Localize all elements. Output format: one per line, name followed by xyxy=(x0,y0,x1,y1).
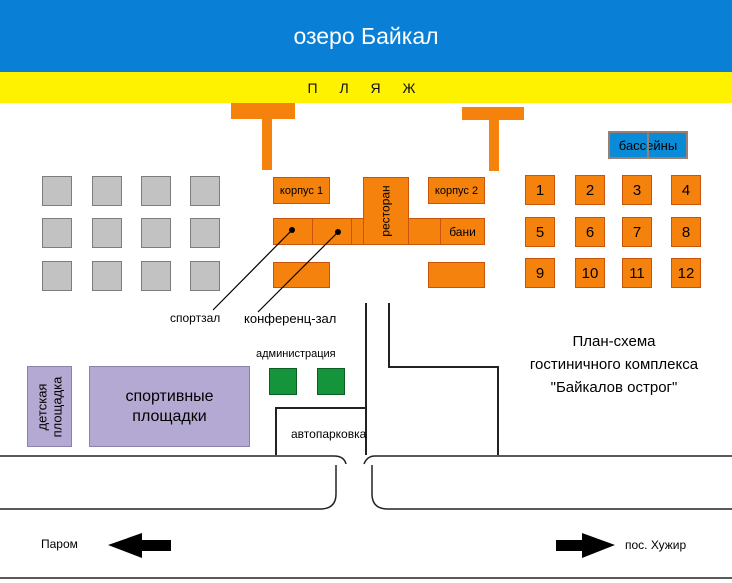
cottage-7[interactable]: 7 xyxy=(622,217,652,247)
road-top-left xyxy=(0,455,347,465)
childrens-playground[interactable]: детская площадка xyxy=(27,366,72,447)
gym-label: спортзал xyxy=(170,311,221,325)
building-korpus-2[interactable]: корпус 2 xyxy=(428,177,485,204)
korpus-2-label: корпус 2 xyxy=(434,184,479,197)
plan-title-line-1: План-схема xyxy=(572,333,656,350)
administration-building[interactable] xyxy=(317,368,345,395)
building-lower-left[interactable] xyxy=(273,262,330,288)
plan-title: План-схема гостиничного комплекса "Байка… xyxy=(494,330,732,399)
pier-right-stem xyxy=(489,119,499,171)
cottage-number: 1 xyxy=(535,181,545,199)
conference-callout-line xyxy=(257,231,339,313)
direction-right-label: пос. Хужир xyxy=(625,538,687,552)
road-top-right xyxy=(363,455,732,465)
building-banya[interactable]: бани xyxy=(440,218,485,245)
parking-label: автопарковка xyxy=(291,427,367,441)
korpus-1-label: корпус 1 xyxy=(279,184,324,197)
cottage-1[interactable]: 1 xyxy=(525,175,555,205)
cottage-number: 6 xyxy=(585,223,595,241)
cottage-number: 5 xyxy=(535,223,545,241)
plan-title-line-3: "Байкалов острог" xyxy=(550,379,678,396)
road-inner-right xyxy=(371,465,732,510)
building-gym[interactable] xyxy=(273,218,313,245)
cottage-number: 2 xyxy=(585,181,595,199)
cottage-number: 10 xyxy=(581,264,599,282)
parking-left-edge xyxy=(275,407,277,455)
parking-road-turn xyxy=(388,366,498,368)
empty-lot xyxy=(190,218,220,248)
parking-top-left xyxy=(276,407,366,409)
parking-road-right-edge xyxy=(388,303,390,366)
beach: П Л Я Ж xyxy=(0,72,732,103)
cottage-number: 4 xyxy=(681,181,691,199)
arrow-right-icon xyxy=(556,533,615,558)
cottage-9[interactable]: 9 xyxy=(525,258,555,288)
building-lower-right[interactable] xyxy=(428,262,485,288)
cottage-4[interactable]: 4 xyxy=(671,175,701,205)
sports-grounds[interactable]: спортивные площадки xyxy=(89,366,250,447)
cottage-number: 9 xyxy=(535,264,545,282)
gym-marker xyxy=(289,227,295,233)
conference-marker xyxy=(335,229,341,235)
conference-label: конференц-зал xyxy=(244,311,337,326)
empty-lot xyxy=(92,176,122,206)
cottage-12[interactable]: 12 xyxy=(671,258,701,288)
empty-lot xyxy=(141,176,171,206)
pier-right-top xyxy=(462,107,524,120)
administration-label: администрация xyxy=(256,348,336,360)
building-restaurant[interactable]: ресторан xyxy=(363,177,409,245)
cottage-8[interactable]: 8 xyxy=(671,217,701,247)
cottage-6[interactable]: 6 xyxy=(575,217,605,247)
gym-callout-line xyxy=(212,229,293,311)
cottage-5[interactable]: 5 xyxy=(525,217,555,247)
empty-lot xyxy=(190,176,220,206)
building-korpus-1[interactable]: корпус 1 xyxy=(273,177,330,204)
building-conference-hall[interactable] xyxy=(312,218,352,245)
cottage-number: 3 xyxy=(632,181,642,199)
parking-road-left-edge xyxy=(365,303,367,455)
cottage-2[interactable]: 2 xyxy=(575,175,605,205)
empty-lot xyxy=(42,176,72,206)
empty-lot xyxy=(141,261,171,291)
banya-label: бани xyxy=(449,224,476,239)
cottage-11[interactable]: 11 xyxy=(622,258,652,288)
direction-left-label: Паром xyxy=(41,537,78,551)
administration-building[interactable] xyxy=(269,368,297,395)
arrow-left-icon xyxy=(108,533,171,558)
road-inner-left xyxy=(0,465,337,510)
cottage-3[interactable]: 3 xyxy=(622,175,652,205)
cottage-number: 7 xyxy=(632,223,642,241)
cottage-number: 12 xyxy=(677,264,695,282)
plan-title-line-2: гостиничного комплекса xyxy=(529,356,699,373)
empty-lot xyxy=(92,261,122,291)
lake-baikal: озеро Байкал xyxy=(0,0,732,72)
pier-left-top xyxy=(231,103,295,119)
cottage-number: 8 xyxy=(681,223,691,241)
pools-divider xyxy=(647,131,649,159)
parking-right-edge xyxy=(497,366,499,455)
beach-label: П Л Я Ж xyxy=(307,79,425,96)
cottage-number: 11 xyxy=(629,264,645,282)
cottage-10[interactable]: 10 xyxy=(575,258,605,288)
empty-lot xyxy=(190,261,220,291)
lake-label: озеро Байкал xyxy=(293,22,439,49)
empty-lot xyxy=(42,218,72,248)
pier-left-stem xyxy=(262,118,272,170)
sports-grounds-label: спортивные площадки xyxy=(125,387,214,425)
empty-lot xyxy=(92,218,122,248)
empty-lot xyxy=(42,261,72,291)
empty-lot xyxy=(141,218,171,248)
